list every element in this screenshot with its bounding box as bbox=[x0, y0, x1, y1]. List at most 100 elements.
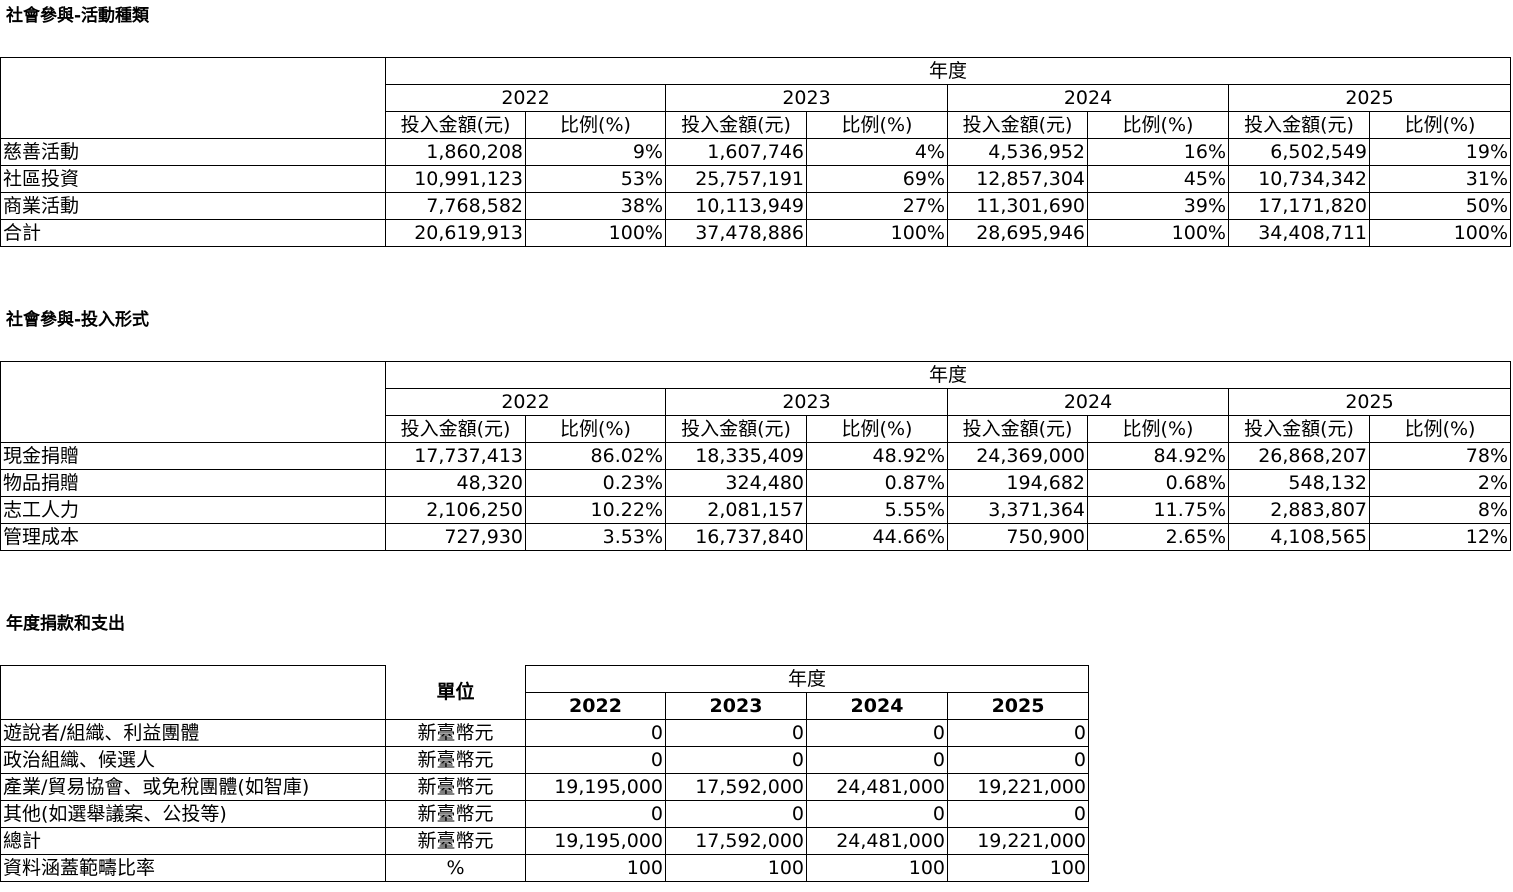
donations-expenses-table: 單位 年度 2022 2023 2024 2025 遊說者/組織、利益團體 新臺… bbox=[0, 665, 1090, 882]
activity-types-table: 年度 2022 2023 2024 2025 投入金額(元) 比例(%) 投入金… bbox=[0, 57, 1512, 247]
year-2022: 2022 bbox=[525, 692, 666, 720]
cell: 48,320 bbox=[385, 469, 526, 497]
table-row: 物品捐贈 48,320 0.23% 324,480 0.87% 194,682 … bbox=[0, 469, 1512, 497]
header-row-years: 2022 2023 2024 2025 bbox=[1, 692, 1090, 720]
cell: 10,991,123 bbox=[385, 165, 526, 193]
corner-cell bbox=[0, 415, 386, 443]
corner-cell bbox=[0, 388, 386, 416]
cell: 100 bbox=[946, 854, 1090, 882]
year-2023: 2023 bbox=[665, 388, 948, 416]
cell: 9% bbox=[525, 138, 666, 166]
section-title-donations-expenses: 年度捐款和支出 bbox=[6, 614, 125, 634]
cell: 11,301,690 bbox=[947, 192, 1088, 220]
row-label: 商業活動 bbox=[0, 192, 386, 220]
cell: 17,171,820 bbox=[1228, 192, 1370, 220]
cell: 12% bbox=[1368, 523, 1512, 551]
cell: 17,592,000 bbox=[665, 827, 807, 855]
row-label: 慈善活動 bbox=[0, 138, 386, 166]
cell: 0 bbox=[806, 800, 948, 828]
table-row: 慈善活動 1,860,208 9% 1,607,746 4% 4,536,952… bbox=[0, 138, 1512, 166]
cell: 18,335,409 bbox=[665, 442, 807, 470]
year-header: 年度 bbox=[384, 57, 1512, 85]
cell: 0.68% bbox=[1087, 469, 1229, 497]
col-ratio: 比例(%) bbox=[806, 111, 948, 139]
cell: 19,221,000 bbox=[946, 827, 1090, 855]
cell: 100% bbox=[806, 219, 948, 247]
unit-cell: 新臺幣元 bbox=[385, 827, 526, 855]
cell: 100 bbox=[665, 854, 807, 882]
cell: 28,695,946 bbox=[947, 219, 1088, 247]
cell: 0 bbox=[946, 800, 1090, 828]
cell: 2,883,807 bbox=[1228, 496, 1370, 524]
table-row: 管理成本 727,930 3.53% 16,737,840 44.66% 750… bbox=[0, 523, 1512, 551]
row-label: 遊說者/組織、利益團體 bbox=[0, 719, 386, 747]
cell: 69% bbox=[806, 165, 948, 193]
table-row: 現金捐贈 17,737,413 86.02% 18,335,409 48.92%… bbox=[0, 442, 1512, 470]
header-row-years: 2022 2023 2024 2025 bbox=[0, 84, 1512, 112]
cell: 0 bbox=[665, 746, 807, 774]
year-2025: 2025 bbox=[1227, 84, 1512, 112]
cell: 5.55% bbox=[806, 496, 948, 524]
cell: 19,195,000 bbox=[525, 773, 666, 801]
cell: 2,106,250 bbox=[385, 496, 526, 524]
cell: 3.53% bbox=[525, 523, 666, 551]
cell: 12,857,304 bbox=[947, 165, 1088, 193]
cell: 86.02% bbox=[525, 442, 666, 470]
cell: 0 bbox=[665, 719, 807, 747]
cell: 0.87% bbox=[806, 469, 948, 497]
cell: 31% bbox=[1368, 165, 1512, 193]
cell: 6,502,549 bbox=[1228, 138, 1370, 166]
cell: 50% bbox=[1368, 192, 1512, 220]
col-amount: 投入金額(元) bbox=[1228, 111, 1370, 139]
row-label: 志工人力 bbox=[0, 496, 386, 524]
cell: 548,132 bbox=[1228, 469, 1370, 497]
cell: 100% bbox=[1087, 219, 1229, 247]
year-2025: 2025 bbox=[1227, 388, 1512, 416]
corner-cell bbox=[0, 665, 386, 720]
unit-cell: 新臺幣元 bbox=[385, 719, 526, 747]
cell: 194,682 bbox=[947, 469, 1088, 497]
cell: 4,108,565 bbox=[1228, 523, 1370, 551]
row-label: 合計 bbox=[0, 219, 386, 247]
col-ratio: 比例(%) bbox=[525, 415, 666, 443]
investment-forms-table: 年度 2022 2023 2024 2025 投入金額(元) 比例(%) 投入金… bbox=[0, 361, 1512, 551]
unit-cell: 新臺幣元 bbox=[385, 800, 526, 828]
col-amount: 投入金額(元) bbox=[385, 415, 526, 443]
table-row-total: 總計 新臺幣元 19,195,000 17,592,000 24,481,000… bbox=[0, 827, 1090, 855]
year-2025: 2025 bbox=[946, 692, 1090, 720]
table-row: 政治組織、候選人 新臺幣元 0 0 0 0 bbox=[0, 746, 1090, 774]
year-2022: 2022 bbox=[385, 388, 666, 416]
cell: 0 bbox=[946, 719, 1090, 747]
row-label: 政治組織、候選人 bbox=[0, 746, 386, 774]
unit-header: 單位 bbox=[385, 665, 526, 720]
cell: 45% bbox=[1087, 165, 1229, 193]
cell: 10,734,342 bbox=[1228, 165, 1370, 193]
cell: 100 bbox=[525, 854, 666, 882]
cell: 727,930 bbox=[385, 523, 526, 551]
cell: 39% bbox=[1087, 192, 1229, 220]
cell: 78% bbox=[1368, 442, 1512, 470]
cell: 0 bbox=[525, 800, 666, 828]
cell: 2% bbox=[1368, 469, 1512, 497]
row-label: 現金捐贈 bbox=[0, 442, 386, 470]
cell: 24,481,000 bbox=[806, 773, 948, 801]
header-row-columns: 投入金額(元) 比例(%) 投入金額(元) 比例(%) 投入金額(元) 比例(%… bbox=[0, 111, 1512, 139]
cell: 16% bbox=[1087, 138, 1229, 166]
table-row: 志工人力 2,106,250 10.22% 2,081,157 5.55% 3,… bbox=[0, 496, 1512, 524]
corner-cell bbox=[0, 361, 386, 389]
row-label: 產業/貿易協會、或免稅團體(如智庫) bbox=[0, 773, 386, 801]
row-label: 其他(如選舉議案、公投等) bbox=[0, 800, 386, 828]
row-label: 資料涵蓋範疇比率 bbox=[0, 854, 386, 882]
cell: 0 bbox=[946, 746, 1090, 774]
header-row-years: 2022 2023 2024 2025 bbox=[0, 388, 1512, 416]
cell: 750,900 bbox=[947, 523, 1088, 551]
unit-cell: % bbox=[385, 854, 526, 882]
year-2024: 2024 bbox=[947, 84, 1229, 112]
year-2023: 2023 bbox=[665, 84, 948, 112]
corner-cell bbox=[0, 84, 386, 112]
col-ratio: 比例(%) bbox=[1368, 111, 1512, 139]
col-amount: 投入金額(元) bbox=[1228, 415, 1370, 443]
year-2023: 2023 bbox=[665, 692, 807, 720]
cell: 1,607,746 bbox=[665, 138, 807, 166]
cell: 100 bbox=[806, 854, 948, 882]
